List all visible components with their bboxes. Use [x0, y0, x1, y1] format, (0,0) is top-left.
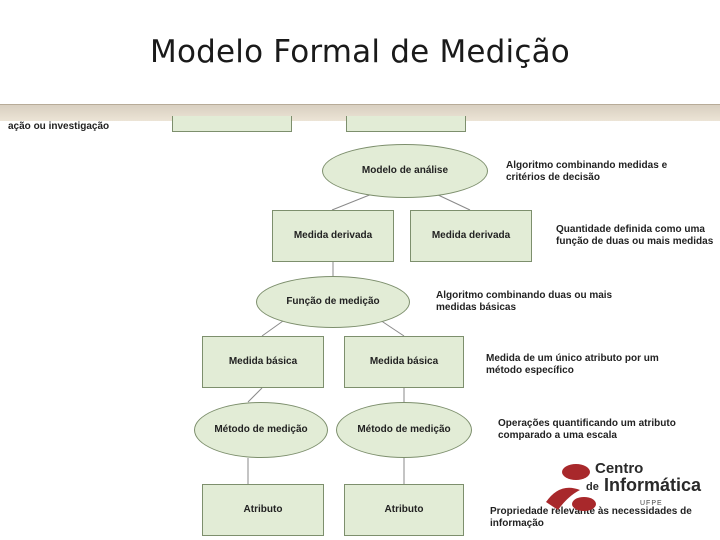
cin-logo: Centro de Informática UFPE — [540, 458, 710, 518]
node-modelo-analise: Modelo de análise — [322, 144, 488, 198]
logo-informatica-text: Informática — [604, 475, 702, 495]
node-metodo-medicao-1: Método de medição — [194, 402, 328, 458]
node-medida-derivada-1: Medida derivada — [272, 210, 394, 262]
note-metodo: Operações quantificando um atributo comp… — [498, 418, 676, 441]
note-atributo: Propriedade relevante às necessidades de… — [490, 506, 692, 529]
note-derivada: Quantidade definida como uma função de d… — [556, 224, 714, 247]
note-basica: Medida de um único atributo por um métod… — [486, 353, 659, 376]
node-medida-basica-1: Medida básica — [202, 336, 324, 388]
node-medida-derivada-2: Medida derivada — [410, 210, 532, 262]
measurement-diagram: ação ou investigação Modelo de análise A… — [0, 104, 720, 540]
partial-box-left — [172, 116, 292, 132]
node-atributo-2: Atributo — [344, 484, 464, 536]
slide-title: Modelo Formal de Medição — [150, 34, 570, 70]
logo-mark-icon — [546, 464, 596, 511]
logo-ufpe-text: UFPE — [640, 500, 663, 507]
node-metodo-medicao-2: Método de medição — [336, 402, 472, 458]
logo-centro-text: Centro — [595, 460, 644, 477]
node-atributo-1: Atributo — [202, 484, 324, 536]
note-funcao: Algoritmo combinando duas ou mais medida… — [436, 290, 613, 313]
note-modelo: Algoritmo combinando medidas e critérios… — [506, 160, 668, 183]
top-label: ação ou investigação — [8, 121, 110, 132]
node-medida-basica-2: Medida básica — [344, 336, 464, 388]
node-funcao-medicao: Função de medição — [256, 276, 410, 328]
partial-box-right — [346, 116, 466, 132]
logo-de-text: de — [586, 481, 599, 493]
